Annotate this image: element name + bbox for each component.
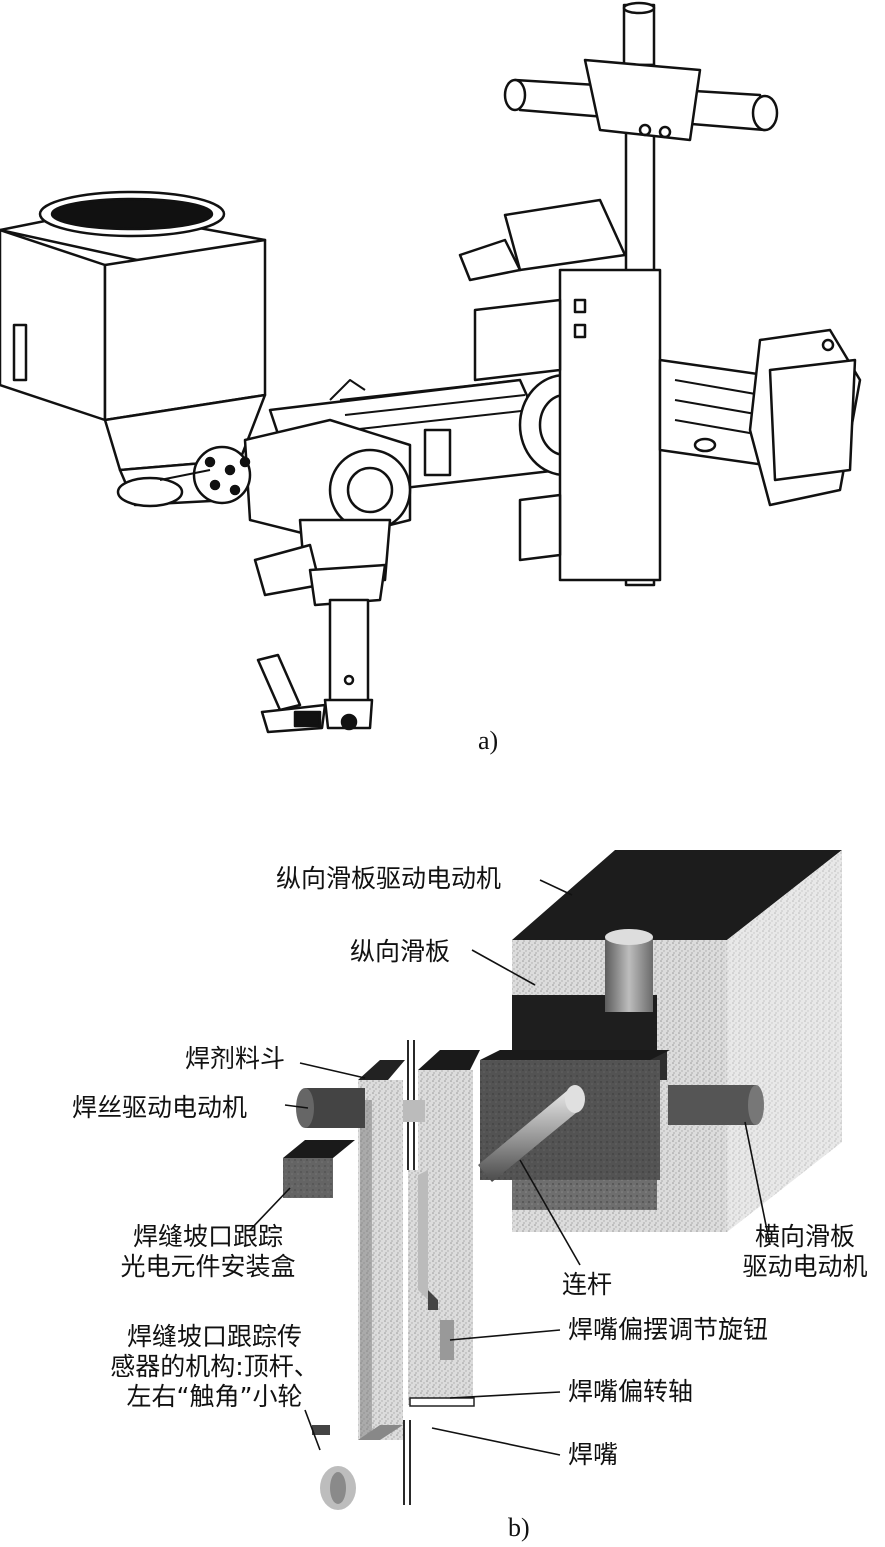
label-transverse-motor-line2: 驱动电动机 [742,1252,868,1281]
figure-b-caption: b) [508,1513,530,1542]
label-transverse-motor-line1: 横向滑板 [754,1222,855,1251]
torch-carrier-plate [408,1050,480,1407]
top-crossbar [503,58,779,142]
connecting-rod [478,1085,585,1182]
leader-lines [249,879,771,1456]
label-seam-sensor-box-line2: 光电元件安装盒 [120,1252,296,1281]
label-torch: 焊嘴 [568,1440,619,1469]
label-connecting-rod: 连杆 [562,1270,613,1299]
torch-head-assembly [159,379,412,734]
photoelectric-sensor-box [283,1140,355,1198]
label-seam-mechanism-line1: 焊缝坡口跟踪传 [126,1322,302,1351]
transverse-slide-block [480,1050,670,1180]
label-longitudinal-slide-motor: 纵向滑板驱动电动机 [276,864,502,893]
flux-hopper-shape [358,1060,405,1440]
label-torch-pivot-shaft: 焊嘴偏转轴 [568,1377,694,1406]
label-seam-sensor-box: 焊缝坡口跟踪 光电元件安装盒 [108,1222,308,1282]
wire-feed-roller [403,1100,425,1122]
label-transverse-slide-motor: 横向滑板 驱动电动机 [730,1222,880,1282]
welding-machine-drawing [0,1,862,734]
transverse-slide-unit [458,198,862,582]
label-seam-mechanism-line2: 感器的机构:顶杆、 [110,1352,319,1381]
contact-wheel [312,1425,356,1510]
label-wire-feed-motor: 焊丝驱动电动机 [72,1093,248,1122]
figure-a-caption: a) [478,726,499,755]
label-seam-tracking-mechanism: 焊缝坡口跟踪传 感器的机构:顶杆、 左右“触角”小轮 [102,1322,327,1412]
label-seam-mechanism-line3: 左右“触角”小轮 [126,1382,303,1411]
label-flux-hopper: 焊剂料斗 [185,1044,286,1073]
label-torch-swing-knob: 焊嘴偏摆调节旋钮 [568,1315,769,1344]
label-seam-sensor-box-line1: 焊缝坡口跟踪 [132,1222,283,1251]
label-longitudinal-slide: 纵向滑板 [350,937,451,966]
transverse-motor-shaft [668,1085,764,1125]
